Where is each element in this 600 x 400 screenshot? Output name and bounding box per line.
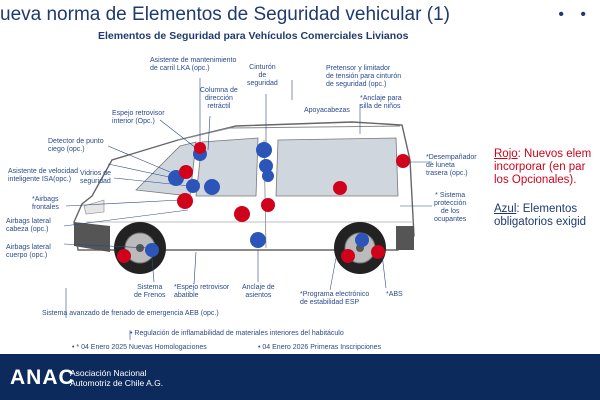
red-markers [117,142,410,263]
marker-airbag-cuerpo [261,198,275,212]
menu-dots-icon: • • [558,6,592,23]
marker-detector [179,165,193,179]
label-pretensor: Pretensor y limitador de tensión para ci… [326,65,402,88]
label-proteccion: * Sistema protección de los ocupantes [434,192,467,223]
legend-azul: Azul: Elementos obligatorios exigid [494,203,587,228]
label-vidrios: Vidrios de seguridad [80,170,112,185]
label-espejo-interior: Espejo retrovisor interior (Opc.) [112,110,165,125]
marker-cinturon-2 [259,159,273,173]
label-apoyacabezas: Apoyacabezas [304,107,350,114]
marker-frenos-rear [355,233,369,247]
footer-bar [0,354,600,400]
label-abs: *ABS [386,291,403,298]
label-anclaje-silla: *Anclaje para silla de niños [360,95,402,110]
van-roof-line [177,125,401,141]
marker-anclaje [250,232,266,248]
label-airbags-cuerpo: Airbags lateral cuerpo (opc.) [6,244,51,259]
label-airbags-frontales: *Airbags frontales [32,196,59,211]
label-inscripciones: • 04 Enero 2026 Primeras Inscripciones [258,344,382,351]
marker-airbag-front [177,193,193,209]
headlight [83,199,105,215]
marker-asiento [204,179,220,195]
label-frenos: Sistema de Frenos [134,284,166,299]
label-airbags-cabeza: Airbags lateral cabeza (opc.) [6,218,51,233]
slide-title: ueva norma de Elementos de Seguridad veh… [0,4,450,25]
label-columna: Columna de dirección retráctil [200,87,238,110]
label-inflamabilidad: • Regulación de inflamabilidad de materi… [130,330,344,337]
anac-logo: ANAC [10,366,75,389]
marker-lka [194,142,206,154]
marker-apoyacabezas [333,181,347,195]
rear-bumper [396,226,414,250]
label-desempanador: *Desempañador de luneta trasera (opc.) [426,154,477,177]
label-anclaje-asientos: Anclaje de asientos [242,284,275,299]
marker-espejo [186,179,200,193]
marker-airbag-cabeza [234,206,250,222]
side-window [275,137,399,197]
legend-azul-key: Azul [494,203,517,215]
legend-rojo: Rojo: Nuevos elem incorporar (en par los… [494,148,592,186]
slide-subtitle: Elementos de Seguridad para Vehículos Co… [98,30,409,42]
marker-esp [341,249,355,263]
marker-abs-rear [371,245,385,259]
marker-desempanador [396,154,410,168]
marker-cinturon [256,142,272,158]
label-homologaciones: • * 04 Enero 2025 Nuevas Homologaciones [72,344,207,351]
marker-abs-front [117,249,131,263]
door-line [263,139,267,249]
leader-lines [63,78,432,340]
bumper [74,222,110,252]
label-detector: Detector de punto ciego (opc.) [48,138,104,153]
marker-pretensor [262,170,274,182]
label-aeb: Sistema avanzado de frenado de emergenci… [42,310,219,317]
label-esp: *Programa electrónico de estabilidad ESP [300,291,370,306]
label-isa: Asistente de velocidad inteligente ISA(o… [8,168,79,183]
legend-rojo-key: Rojo [494,148,518,160]
association-name: Asociación Nacional Automotriz de Chile … [70,368,164,388]
marker-frenos-front [145,243,159,257]
label-cinturon: Cinturón de seguridad [247,64,278,87]
label-espejo-exterior: *Espejo retrovisor abatible [174,284,230,299]
label-lka: Asistente de mantenimiento de carril LKA… [150,57,237,72]
